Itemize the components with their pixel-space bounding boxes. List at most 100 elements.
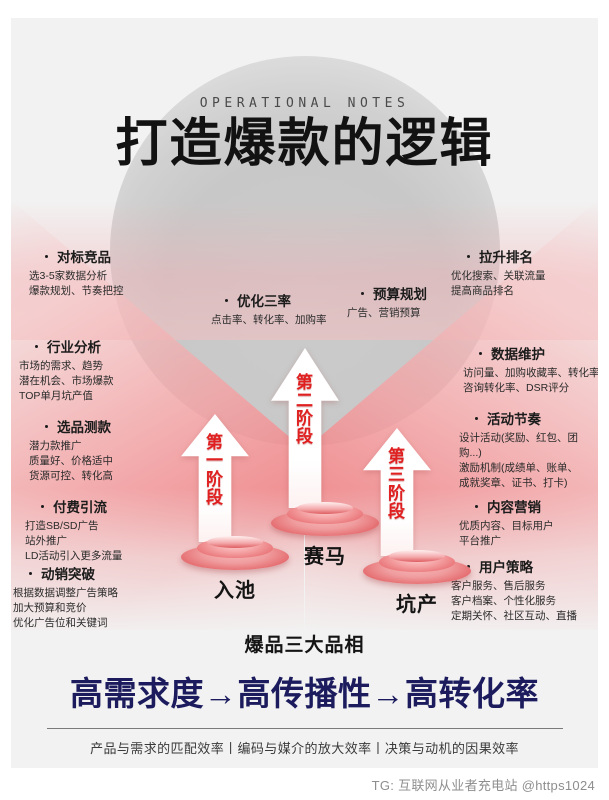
note-item-yusuanguihua: 预算规划 广告、营销预算	[347, 283, 427, 321]
bullet-dot-icon	[45, 254, 48, 258]
note-line: 优化搜索、关联流量	[451, 270, 546, 282]
bullet-dot-icon	[479, 351, 482, 355]
note-heading-label: 对标竞品	[57, 250, 111, 265]
note-heading: 数据维护	[463, 343, 598, 363]
stage-1: 第 一 阶 段 入池	[181, 414, 289, 603]
note-heading-label: 付费引流	[53, 500, 107, 515]
bullet-dot-icon	[475, 504, 478, 508]
note-body: 根据数据调整广告策略 加大预算和竞价 优化广告位和关键词	[13, 586, 118, 631]
bullet-dot-icon	[467, 254, 470, 258]
bullet-dot-icon	[475, 416, 478, 420]
note-line: 平台推广	[459, 534, 501, 547]
note-heading-label: 数据维护	[491, 347, 545, 362]
bottom-headline: 高需求度→高传播性→高转化率	[70, 675, 539, 712]
note-line: 购...)	[459, 446, 482, 459]
note-item-hangyefenxi: 行业分析 市场的需求、趋势 潜在机会、市场爆款 TOP单月坑产值	[19, 336, 114, 404]
podium-disc	[271, 502, 379, 536]
stage-2-label: 第 二 阶 段	[271, 372, 339, 446]
podium-disc-inner	[389, 550, 445, 562]
page-title: 打造爆款的逻辑	[115, 114, 494, 174]
note-heading-label: 内容营销	[487, 500, 541, 515]
note-line: 选3-5家数据分析	[29, 270, 108, 282]
note-heading: 内容营销	[459, 496, 554, 516]
stage-label-char: 段	[206, 487, 224, 507]
stage-1-label: 第 一 阶 段	[181, 434, 249, 506]
stage-3-name: 坑产	[396, 594, 438, 616]
stage-3: 第 三 阶 段 坑产	[363, 428, 471, 617]
note-body: 广告、营销预算	[347, 306, 427, 321]
note-line: 优化广告位和关键词	[13, 616, 108, 629]
stage-label-char: 阶	[388, 483, 406, 503]
note-heading-label: 选品测款	[57, 420, 111, 435]
note-line: 质量好、价格适中	[29, 454, 113, 467]
note-line: 优质内容、目标用户	[459, 520, 554, 532]
stage-label-char: 第	[296, 372, 314, 392]
stage-2: 第 二 阶 段 赛马	[271, 348, 379, 569]
note-line: 市场的需求、趋势	[19, 360, 103, 372]
stage-label-char: 段	[388, 501, 406, 521]
dome-top-mask	[11, 18, 598, 56]
note-item-xuanpinceikuan: 选品测款 潜力款推广 质量好、价格适中 货源可控、转化高	[29, 416, 113, 484]
note-body: 选3-5家数据分析 爆款规划、节奏把控	[29, 269, 124, 299]
note-heading: 行业分析	[19, 336, 114, 356]
note-line: 成就奖章、证书、打卡)	[459, 476, 568, 489]
stage-2-name: 赛马	[304, 546, 346, 568]
note-line: 访问量、加购收藏率、转化率	[463, 367, 598, 379]
note-line: 定期关怀、社区互动、直播	[451, 609, 577, 622]
stage-label-char: 阶	[296, 408, 314, 428]
note-heading: 对标竞品	[29, 246, 124, 266]
note-item-youhuasanlv: 优化三率 点击率、转化率、加购率	[211, 290, 327, 328]
note-line: 加大预算和竞价	[13, 601, 87, 614]
note-item-shujuweihu: 数据维护 访问量、加购收藏率、转化率 咨询转化率、DSR评分	[463, 343, 598, 396]
note-line: 客户服务、售后服务	[451, 580, 546, 592]
note-heading-label: 预算规划	[373, 287, 427, 302]
bottom-caption: 产品与需求的匹配效率丨编码与媒介的放大效率丨决策与动机的因果效率	[90, 741, 519, 756]
bottom-kicker: 爆品三大品相	[244, 635, 365, 656]
bottom-summary: 爆品三大品相 高需求度→高传播性→高转化率 产品与需求的匹配效率丨编码与媒介的放…	[11, 630, 598, 757]
podium-disc	[363, 550, 471, 584]
stage-label-char: 二	[296, 390, 314, 410]
note-line: 激励机制(成绩单、账单、	[459, 461, 578, 474]
note-item-fufeiyinliu: 付费引流 打造SB/SD广告 站外推广 LD活动引入更多流量	[25, 496, 122, 564]
stage-label-char: 第	[206, 433, 224, 453]
bullet-dot-icon	[29, 571, 32, 575]
note-line: LD活动引入更多流量	[25, 549, 123, 562]
note-body: 打造SB/SD广告 站外推广 LD活动引入更多流量	[25, 519, 122, 564]
stage-3-label: 第 三 阶 段	[363, 448, 431, 520]
note-item-lashengpaiming: 拉升排名 优化搜索、关联流量 提高商品排名	[451, 246, 546, 299]
note-line: 潜力款推广	[29, 440, 82, 452]
up-arrow-icon: 第 一 阶 段	[181, 414, 249, 542]
note-heading-label: 拉升排名	[479, 250, 533, 265]
note-body: 客户服务、售后服务 客户档案、个性化服务 定期关怀、社区互动、直播	[451, 579, 577, 624]
note-item-huodongjiezou: 活动节奏 设计活动(奖励、红包、团 购...) 激励机制(成绩单、账单、 成就奖…	[459, 408, 578, 491]
note-body: 优化搜索、关联流量 提高商品排名	[451, 269, 546, 299]
note-heading: 活动节奏	[459, 408, 578, 428]
note-line: TOP单月坑产值	[19, 389, 93, 402]
note-heading-label: 优化三率	[237, 294, 291, 309]
note-line: 站外推广	[25, 534, 67, 547]
note-heading-label: 行业分析	[47, 340, 101, 355]
podium-disc	[181, 536, 289, 570]
stage-label-char: 第	[388, 447, 406, 467]
note-heading-label: 活动节奏	[487, 412, 541, 427]
podium-disc-inner	[207, 536, 263, 548]
note-item-neirongyingxiao: 内容营销 优质内容、目标用户 平台推广	[459, 496, 554, 549]
up-arrow-icon: 第 三 阶 段	[363, 428, 431, 556]
bullet-dot-icon	[41, 504, 44, 508]
note-line: 点击率、转化率、加购率	[211, 314, 327, 326]
bullet-dot-icon	[35, 344, 38, 348]
eyebrow-text: OPERATIONAL NOTES	[199, 96, 410, 111]
bullet-dot-icon	[361, 291, 364, 295]
note-line: 打造SB/SD广告	[25, 520, 99, 532]
note-body: 优质内容、目标用户 平台推广	[459, 519, 554, 549]
note-body: 潜力款推广 质量好、价格适中 货源可控、转化高	[29, 439, 113, 484]
note-heading: 付费引流	[25, 496, 122, 516]
horizontal-divider	[46, 728, 563, 729]
note-item-dongxiaotupo: 动销突破 根据数据调整广告策略 加大预算和竞价 优化广告位和关键词	[13, 563, 118, 631]
note-line: 爆款规划、节奏把控	[29, 284, 124, 297]
note-item-yonghucelve: 用户策略 客户服务、售后服务 客户档案、个性化服务 定期关怀、社区互动、直播	[451, 556, 577, 624]
footer-watermark: TG: 互联网从业者充电站 @https1024	[371, 778, 595, 793]
note-heading: 动销突破	[13, 563, 118, 583]
bullet-dot-icon	[45, 424, 48, 428]
note-line: 客户档案、个性化服务	[451, 594, 556, 607]
